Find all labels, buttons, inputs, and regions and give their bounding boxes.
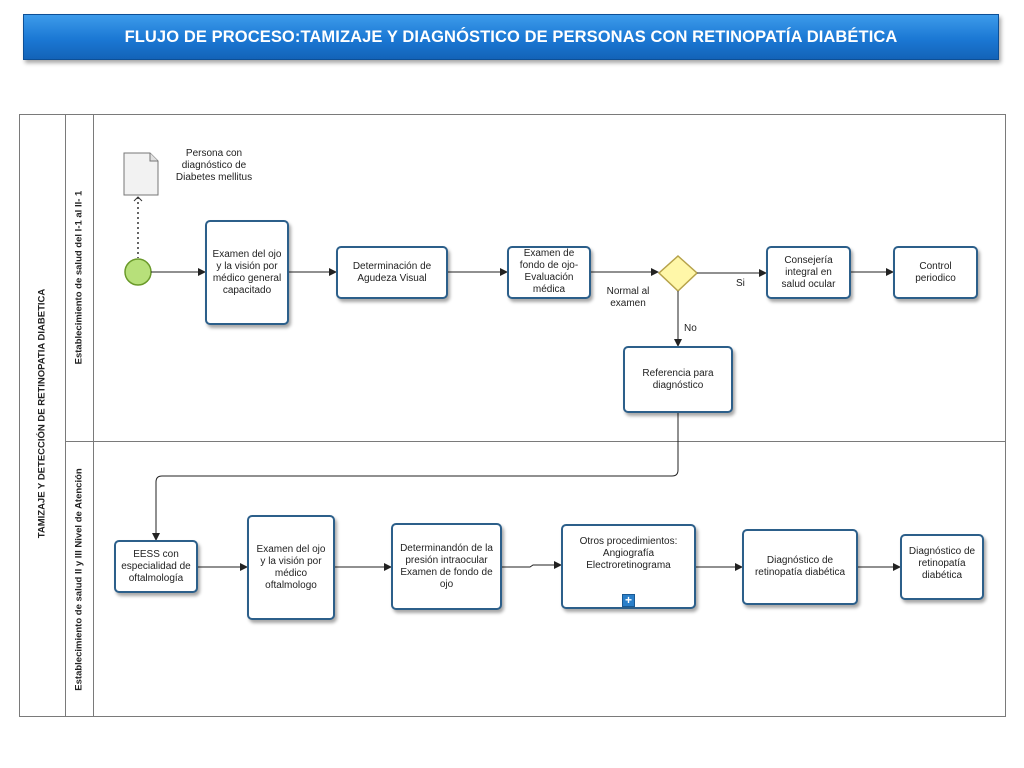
task-diagnosis-retinopathy-final[interactable]: Diagnóstico de retinopatía diabética <box>900 534 984 600</box>
association-arrow <box>133 196 143 202</box>
pool-header-divider <box>65 114 66 717</box>
flow-t9-t10 <box>502 561 562 569</box>
task-visual-acuity[interactable]: Determinación de Agudeza Visual <box>336 246 448 299</box>
document-icon <box>123 152 159 196</box>
document-label: Persona con diagnóstico de Diabetes mell… <box>175 148 253 183</box>
task-fundus-exam[interactable]: Examen de fondo de ojo-Evaluación médica <box>507 246 591 299</box>
flow-t6-t7 <box>152 413 679 541</box>
lane-header-divider <box>93 114 94 717</box>
task-ocular-counseling[interactable]: Consejería integral en salud ocular <box>766 246 851 299</box>
subprocess-expand-icon[interactable]: + <box>622 594 635 607</box>
gateway-label: Normal al examen <box>606 286 650 309</box>
gateway-yes-label: Si <box>736 278 745 289</box>
start-event <box>124 258 152 286</box>
task-eye-exam-general[interactable]: Examen del ojo y la visión por médico ge… <box>205 220 289 325</box>
task-ophthalmology-facility[interactable]: EESS con especialidad de oftalmología <box>114 540 198 593</box>
subprocess-label: Otros procedimientos: Angiografía Electr… <box>579 536 678 571</box>
exclusive-gateway <box>657 254 699 293</box>
task-eye-exam-ophthalmologist[interactable]: Examen del ojo y la visión por médico of… <box>247 515 335 620</box>
task-referral[interactable]: Referencia para diagnóstico <box>623 346 733 413</box>
gateway-no-label: No <box>684 323 697 334</box>
pool <box>19 114 1006 717</box>
lane-divider <box>65 441 1006 442</box>
task-periodic-control[interactable]: Control periodico <box>893 246 978 299</box>
task-diagnosis-retinopathy[interactable]: Diagnóstico de retinopatía diabética <box>742 529 858 605</box>
diagram-title: FLUJO DE PROCESO:TAMIZAJE Y DIAGNÓSTICO … <box>23 14 999 60</box>
task-intraocular-pressure[interactable]: Determinandón de la presión intraocular … <box>391 523 502 610</box>
